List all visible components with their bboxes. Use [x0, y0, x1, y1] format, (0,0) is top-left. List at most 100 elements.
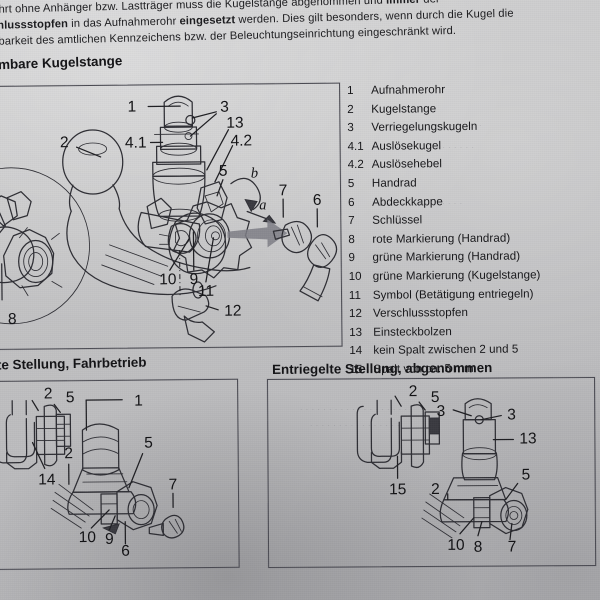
cover-cap-and-key	[272, 220, 338, 302]
intro-line2-mid: in das Aufnahmerohr	[67, 15, 180, 31]
legend-number: 10	[348, 269, 362, 283]
callout-6: 6	[121, 543, 130, 560]
legend-number: 1	[347, 83, 354, 97]
legend-number: 3	[347, 121, 354, 135]
intro-line2-bold2: eingesetzt	[179, 14, 236, 28]
callout-5: 5	[431, 389, 440, 406]
callout-5: 5	[144, 435, 153, 452]
legend-list: 1 Aufnahmerohr 2 Kugelstange 3 Verriegelung…	[347, 82, 600, 382]
callout-2: 2	[60, 134, 69, 151]
legend-number: 8	[348, 232, 355, 246]
callout-2: 2	[64, 445, 73, 462]
legend-label: Handrad	[371, 176, 417, 190]
callout-3: 3	[437, 403, 446, 420]
callout-3: 3	[507, 406, 516, 423]
cross-section-no-gap: 2 5 14	[0, 385, 75, 489]
legend-label: kein Spalt zwischen 2 und 5	[373, 342, 519, 358]
callout-5: 5	[522, 466, 531, 483]
legend-label: Aufnahmerohr	[370, 83, 446, 97]
detail-circle-red-marking: 8	[0, 167, 90, 328]
legend-number: 2	[347, 102, 354, 116]
legend-label: Spalt von ca. 5 mm	[373, 361, 474, 376]
intro-line1-post: der	[420, 0, 440, 6]
legend-number: 4.2	[347, 158, 364, 172]
legend-item: 15 Spalt von ca. 5 mm	[349, 361, 599, 382]
legend-label: grüne Markierung (Kugelstange)	[372, 268, 541, 283]
legend-item: 8 rote Markierung (Handrad)	[348, 231, 598, 252]
legend-item: 7 Schlüssel	[348, 212, 598, 233]
callout-8: 8	[474, 539, 483, 556]
legend-label: grüne Markierung (Handrad)	[372, 249, 521, 265]
heading-main: nehmbare Kugelstange	[0, 53, 123, 73]
motion-label-a: a	[259, 197, 266, 213]
legend-label: Verschlussstopfen	[372, 306, 469, 320]
callout-10: 10	[447, 537, 465, 554]
callout-8: 8	[8, 311, 17, 328]
callout-7: 7	[508, 538, 517, 555]
legend-number: 14	[349, 344, 363, 358]
callout-6: 6	[313, 192, 322, 209]
legend-label: Verriegelungskugeln	[371, 120, 478, 134]
callout-9: 9	[189, 271, 198, 288]
callout-7: 7	[169, 476, 178, 493]
callout-leaders: 1 2 3 4.1 13 4.2 5 7 6 10 9 11 1	[60, 99, 322, 320]
intro-line1-bold: immer	[385, 0, 421, 7]
legend-label: Auslösehebel	[371, 157, 442, 172]
figure-unlocked-position: 2 5 15 3	[356, 383, 537, 556]
legend-item: 1 Aufnahmerohr	[347, 82, 597, 103]
legend-number: 13	[349, 325, 363, 339]
cross-section-with-gap: 2 5 15	[356, 383, 441, 498]
callout-15: 15	[389, 481, 406, 498]
callout-7: 7	[279, 182, 288, 199]
callout-5: 5	[66, 389, 75, 406]
intro-paragraph: ahrt ohne Anhänger bzw. Lastträger muss …	[0, 0, 600, 51]
legend-number: 7	[348, 214, 355, 228]
callout-12: 12	[224, 303, 241, 320]
callout-4-1: 4.1	[125, 134, 147, 151]
figure-main-exploded-view: 8	[0, 95, 338, 343]
callout-1: 1	[128, 99, 137, 116]
legend-label: Auslösekugel	[371, 138, 442, 153]
callout-2: 2	[431, 481, 440, 498]
legend-label: Schlüssel	[372, 213, 423, 227]
callout-10: 10	[159, 271, 177, 288]
callout-5: 5	[219, 163, 228, 180]
legend-item: 13 Einsteckbolzen	[349, 324, 599, 345]
legend-number: 6	[347, 195, 355, 209]
legend-item: 10 grüne Markierung (Kugelstange)	[349, 268, 599, 289]
figure-locked-position: 2 5 14 1	[0, 385, 185, 560]
callout-11: 11	[198, 283, 214, 300]
legend-item: 4.1 Auslösekugel	[347, 138, 597, 159]
legend-number: 15	[349, 362, 363, 376]
motion-label-b: b	[251, 165, 258, 181]
callout-14: 14	[38, 471, 56, 488]
legend-item: 4.2 Auslösehebel	[348, 156, 598, 177]
callout-3: 3	[220, 99, 229, 116]
assembled-towbar-locked: 1 2 5 10 9 6 7	[50, 393, 185, 560]
heading-lower-left: egelte Stellung, Fahrbetrieb	[0, 354, 147, 373]
legend-label: Einsteckbolzen	[373, 324, 452, 339]
callout-13: 13	[519, 430, 536, 447]
legend-label: Symbol (Betätigung entriegeln)	[372, 286, 534, 302]
callout-2: 2	[44, 385, 53, 402]
callout-10: 10	[79, 529, 97, 546]
callout-2: 2	[409, 383, 418, 400]
legend-item: 3 Verriegelungskugeln	[347, 119, 597, 140]
legend-item: 2 Kugelstange	[347, 100, 597, 121]
legend-label: rote Markierung (Handrad)	[372, 231, 511, 246]
callout-1: 1	[134, 393, 143, 410]
legend-label: Kugelstange	[371, 101, 437, 116]
legend-number: 5	[347, 176, 355, 190]
detached-towbar-unlocked: 3 3 13 2 5 10 8 7	[421, 398, 537, 556]
legend-number: 4.1	[347, 139, 364, 153]
handwheel-and-lock-housing	[137, 197, 253, 279]
blanking-plug	[171, 250, 215, 343]
towbar-arm-and-ball	[62, 129, 251, 296]
callout-9: 9	[105, 531, 114, 548]
callout-13: 13	[226, 115, 243, 132]
